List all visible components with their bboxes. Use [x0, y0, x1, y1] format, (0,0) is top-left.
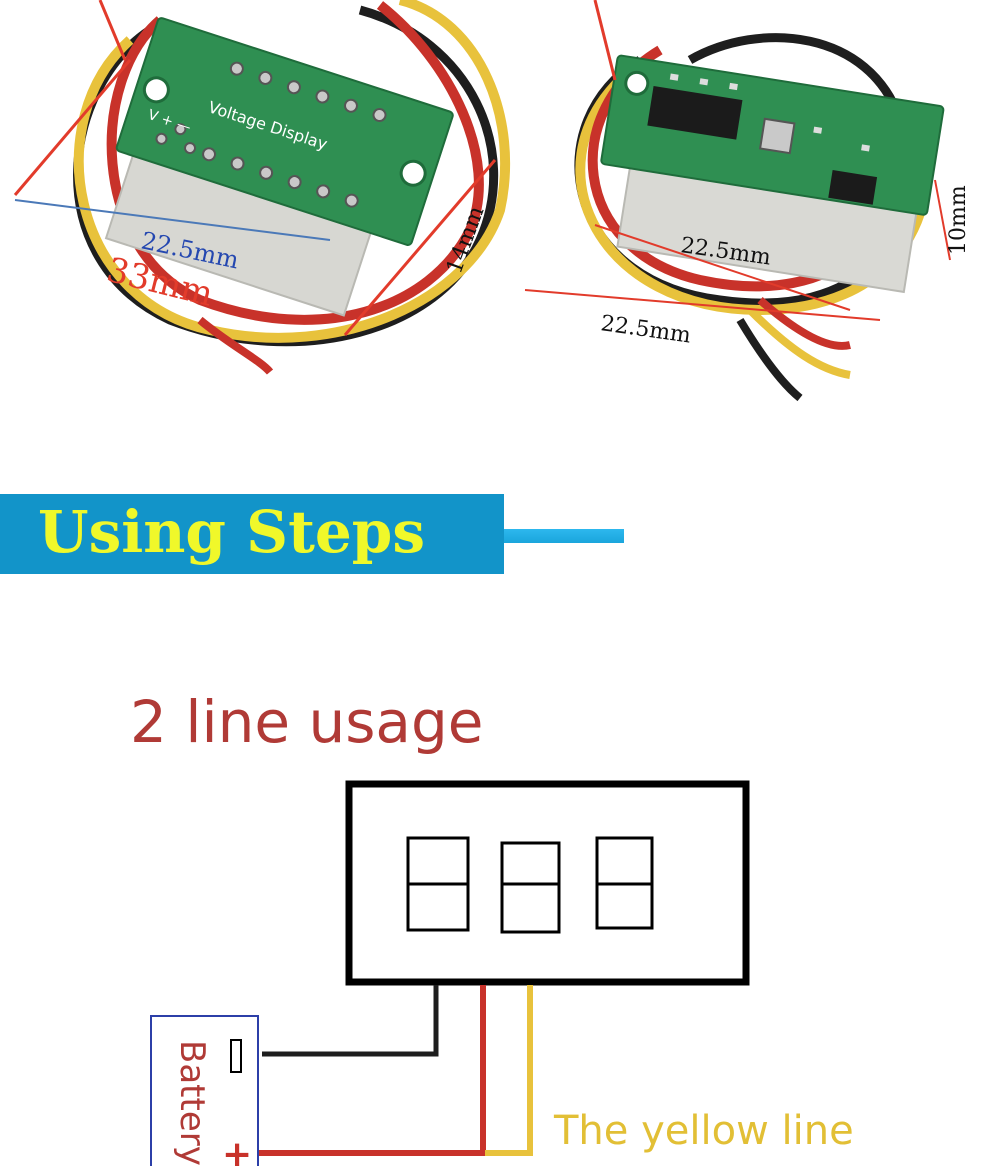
battery-plus-terminal: + — [222, 1134, 252, 1166]
right-module-photo: 22.5mm 22.5mm 10mm — [524, 0, 971, 402]
red-wire — [258, 985, 486, 1156]
black-wire — [262, 985, 439, 1057]
section-title: Using Steps — [38, 498, 425, 566]
yellow-line-label: The yellow line — [554, 1108, 854, 1154]
battery-minus-terminal — [230, 1039, 242, 1073]
dim-width-bottom: 22.5mm — [599, 311, 692, 348]
digit-2 — [500, 841, 561, 934]
wiring-diagram: + — [150, 780, 750, 1166]
yellow-wire — [485, 985, 533, 1156]
section-banner — [0, 494, 504, 574]
digit-outlines — [406, 836, 654, 934]
dim-height-right: 10mm — [946, 185, 971, 255]
product-photos: Voltage Display V + — 22.5mm 33mm 14mm — [13, 0, 971, 402]
usage-title: 2 line usage — [130, 688, 484, 756]
left-module-photo: Voltage Display V + — 22.5mm 33mm 14mm — [13, 0, 511, 375]
battery-label: Battery — [172, 1040, 212, 1166]
